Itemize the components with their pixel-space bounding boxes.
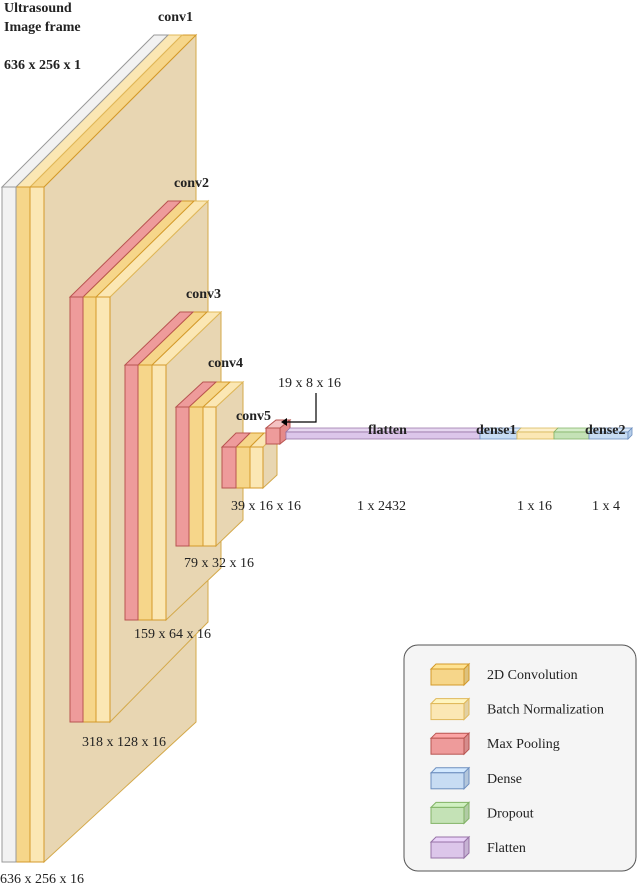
legend-swatch-top [429,801,471,808]
dense1-output-label: 1 x 16 [517,499,552,514]
legend-label: 2D Convolution [487,668,578,683]
dense2-output-label: 1 x 4 [592,499,620,514]
conv3-output-label: 159 x 64 x 16 [134,627,211,642]
legend-swatch-top [429,698,471,705]
conv1-output-label: 636 x 256 x 16 [0,872,84,884]
legend-label: Batch Normalization [487,703,604,718]
legend-swatch [430,841,465,859]
conv1-label: conv1 [158,10,193,25]
legend-item: Dropout [429,801,534,825]
flatten-output-label: 1 x 2432 [357,499,406,514]
conv3-label: conv3 [186,287,221,302]
legend-item: Max Pooling [429,731,560,756]
legend-item: Flatten [429,835,526,860]
pool-output-arrow [281,393,317,426]
dense1-label: dense1 [476,423,516,438]
legend-item: Dense [429,766,522,791]
legend-label: Flatten [487,841,526,856]
conv5-output-label: 39 x 16 x 16 [231,499,301,514]
conv4-block [174,380,245,548]
flatten-label: flatten [368,423,407,438]
conv5-label: conv5 [236,409,271,424]
legend-swatch [430,668,465,686]
legend-swatch-top [429,663,471,670]
conv4-output-label: 79 x 32 x 16 [184,556,254,571]
legend-item: 2D Convolution [429,662,578,687]
legend-label: Max Pooling [487,737,560,752]
legend-item: Batch Normalization [429,697,604,721]
legend-swatch [430,737,465,755]
legend-swatch-top [429,732,471,739]
conv2-label: conv2 [174,176,209,191]
input-title-line1: Ultrasound [4,1,72,16]
conv5-block [220,431,279,490]
dense2-label: dense2 [585,423,625,438]
legend-label: Dense [487,772,522,787]
input-size-label: 636 x 256 x 1 [4,58,81,73]
conv4-label: conv4 [208,356,243,371]
legend-swatch-top [429,767,471,774]
input-title-line2: Image frame [4,20,81,35]
legend-swatch [430,806,465,824]
legend-swatch [430,703,465,721]
legend-label: Dropout [487,806,534,821]
flatten-dense-bar [285,427,633,440]
conv2-output-label: 318 x 128 x 16 [82,735,166,750]
legend-swatch [430,772,465,790]
legend-swatch-top [429,836,471,843]
pool-output-label: 19 x 8 x 16 [278,376,341,391]
